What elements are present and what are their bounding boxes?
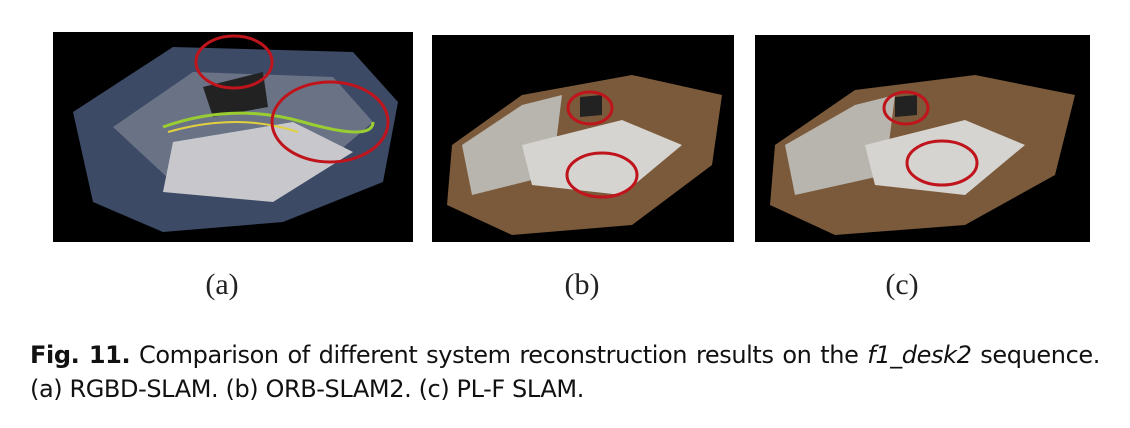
highlight-ellipse — [270, 80, 390, 164]
subfigure-label-b: (b) — [564, 268, 600, 301]
highlight-ellipse — [882, 90, 930, 126]
highlight-ellipse — [194, 34, 274, 90]
reconstruction-image-c — [755, 35, 1090, 242]
sequence-name: f1_desk2 — [867, 341, 972, 369]
highlight-ellipse — [905, 139, 979, 187]
point-cloud-rgbd-slam — [73, 34, 398, 232]
highlight-ellipse — [566, 90, 614, 126]
figure-number: Fig. 11. — [30, 341, 131, 369]
point-cloud-orb-slam2 — [447, 75, 722, 235]
subfigure-label-a: (a) — [205, 268, 239, 301]
caption-text: Comparison of different system reconstru… — [130, 341, 868, 369]
point-cloud-pl-f-slam — [770, 75, 1075, 235]
subfigure-label-c: (c) — [885, 268, 919, 301]
highlight-ellipse — [565, 151, 639, 199]
figure-caption: Fig. 11. Comparison of different system … — [30, 338, 1100, 406]
reconstruction-image-a — [53, 32, 413, 242]
reconstruction-image-b — [432, 35, 734, 242]
caption-text-methods: sequence. (a) RGBD-SLAM. (b) ORB-SLAM2. … — [30, 341, 1100, 403]
